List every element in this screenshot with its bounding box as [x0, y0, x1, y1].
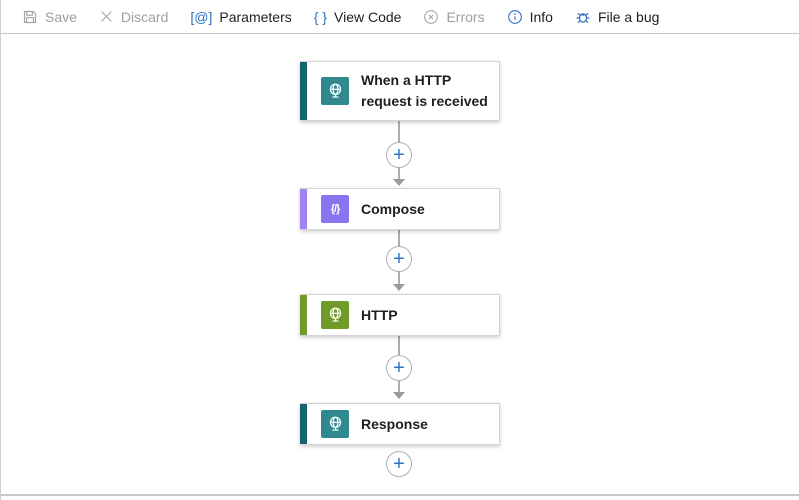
- errors-button[interactable]: Errors: [412, 0, 495, 33]
- info-label: Info: [529, 8, 553, 25]
- plus-icon: +: [393, 144, 405, 166]
- file-a-bug-button[interactable]: File a bug: [564, 0, 670, 33]
- workflow-node-response[interactable]: Response: [300, 403, 500, 445]
- insert-step-button-4[interactable]: +: [386, 451, 412, 477]
- node-accent-bar: [300, 404, 307, 444]
- connector-arrow-icon: [393, 392, 405, 399]
- save-button[interactable]: Save: [11, 0, 88, 33]
- plus-icon: +: [393, 248, 405, 270]
- view-code-button[interactable]: { } View Code: [303, 0, 413, 33]
- error-circle-x-icon: [423, 9, 439, 25]
- save-label: Save: [45, 8, 77, 25]
- info-circle-icon: [507, 9, 523, 25]
- workflow-node-compose[interactable]: {/} Compose: [300, 188, 500, 230]
- discard-x-icon: [99, 9, 114, 24]
- node-accent-bar: [300, 62, 307, 120]
- node-title: Response: [361, 415, 428, 432]
- discard-label: Discard: [120, 8, 169, 25]
- info-button[interactable]: Info: [496, 0, 564, 33]
- connector-arrow-icon: [393, 179, 405, 186]
- insert-step-button-1[interactable]: +: [386, 142, 412, 168]
- view-code-label: View Code: [334, 8, 402, 25]
- http-request-globe-icon: [321, 77, 349, 105]
- plus-icon: +: [393, 453, 405, 475]
- bug-icon: [575, 9, 591, 25]
- workflow-canvas: + + + +: [1, 34, 799, 496]
- node-title: When a HTTP request is received: [361, 72, 488, 109]
- designer-command-bar: Save Discard [@] Parameters { } View Cod…: [1, 0, 799, 34]
- file-a-bug-label: File a bug: [597, 8, 660, 25]
- errors-label: Errors: [446, 8, 485, 25]
- discard-button[interactable]: Discard: [88, 0, 179, 33]
- response-globe-icon: [321, 410, 349, 438]
- curly-braces-icon: { }: [313, 8, 327, 25]
- node-title: Compose: [361, 200, 425, 217]
- parameters-button[interactable]: [@] Parameters: [179, 0, 302, 33]
- workflow-node-http-request-trigger[interactable]: When a HTTP request is received: [300, 61, 500, 121]
- node-accent-bar: [300, 295, 307, 335]
- workflow-node-http[interactable]: HTTP: [300, 294, 500, 336]
- save-icon: [22, 9, 38, 25]
- http-globe-icon: [321, 301, 349, 329]
- insert-step-button-2[interactable]: +: [386, 246, 412, 272]
- compose-braces-icon: {/}: [321, 195, 349, 223]
- node-title: HTTP: [361, 306, 398, 323]
- insert-step-button-3[interactable]: +: [386, 355, 412, 381]
- connector-arrow-icon: [393, 284, 405, 291]
- parameters-at-icon: [@]: [190, 8, 213, 25]
- plus-icon: +: [393, 357, 405, 379]
- node-accent-bar: [300, 189, 307, 229]
- parameters-label: Parameters: [219, 8, 292, 25]
